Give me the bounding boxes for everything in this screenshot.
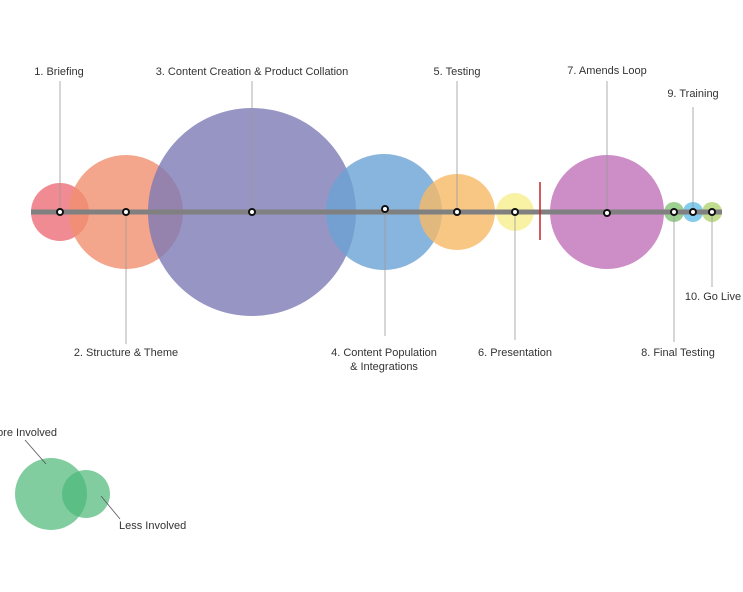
- stage-label-structure: 2. Structure & Theme: [74, 347, 178, 359]
- node-dot-presentation: [511, 208, 519, 216]
- legend-label-less: Less Involved: [119, 520, 186, 532]
- node-dot-content-creation: [248, 208, 256, 216]
- stage-label-final-testing: 8. Final Testing: [641, 347, 715, 359]
- stage-label-training: 9. Training: [667, 88, 718, 100]
- legend-leader-less: [100, 495, 121, 520]
- node-dot-go-live: [708, 208, 716, 216]
- stage-label-briefing: 1. Briefing: [34, 66, 84, 78]
- legend-circle-more: [15, 458, 87, 530]
- legend-leader-more: [24, 439, 47, 465]
- stage-label-content-population-line2: & Integrations: [350, 361, 418, 373]
- stage-label-content-population-line1: 4. Content Population: [331, 347, 437, 359]
- legend-label-more: More Involved: [0, 427, 57, 439]
- node-dot-structure: [122, 208, 130, 216]
- stage-label-content-creation: 3. Content Creation & Product Collation: [156, 66, 349, 78]
- stage-label-amends-loop: 7. Amends Loop: [567, 65, 647, 77]
- stage-label-testing: 5. Testing: [434, 66, 481, 78]
- stage-label-presentation: 6. Presentation: [478, 347, 552, 359]
- stage-label-go-live: 10. Go Live: [685, 291, 741, 303]
- node-dot-content-population: [381, 205, 389, 213]
- node-dot-testing: [453, 208, 461, 216]
- node-dot-amends-loop: [603, 209, 611, 217]
- node-dot-training: [689, 208, 697, 216]
- legend-circle-less: [62, 470, 110, 518]
- node-dot-final-testing: [670, 208, 678, 216]
- node-dot-briefing: [56, 208, 64, 216]
